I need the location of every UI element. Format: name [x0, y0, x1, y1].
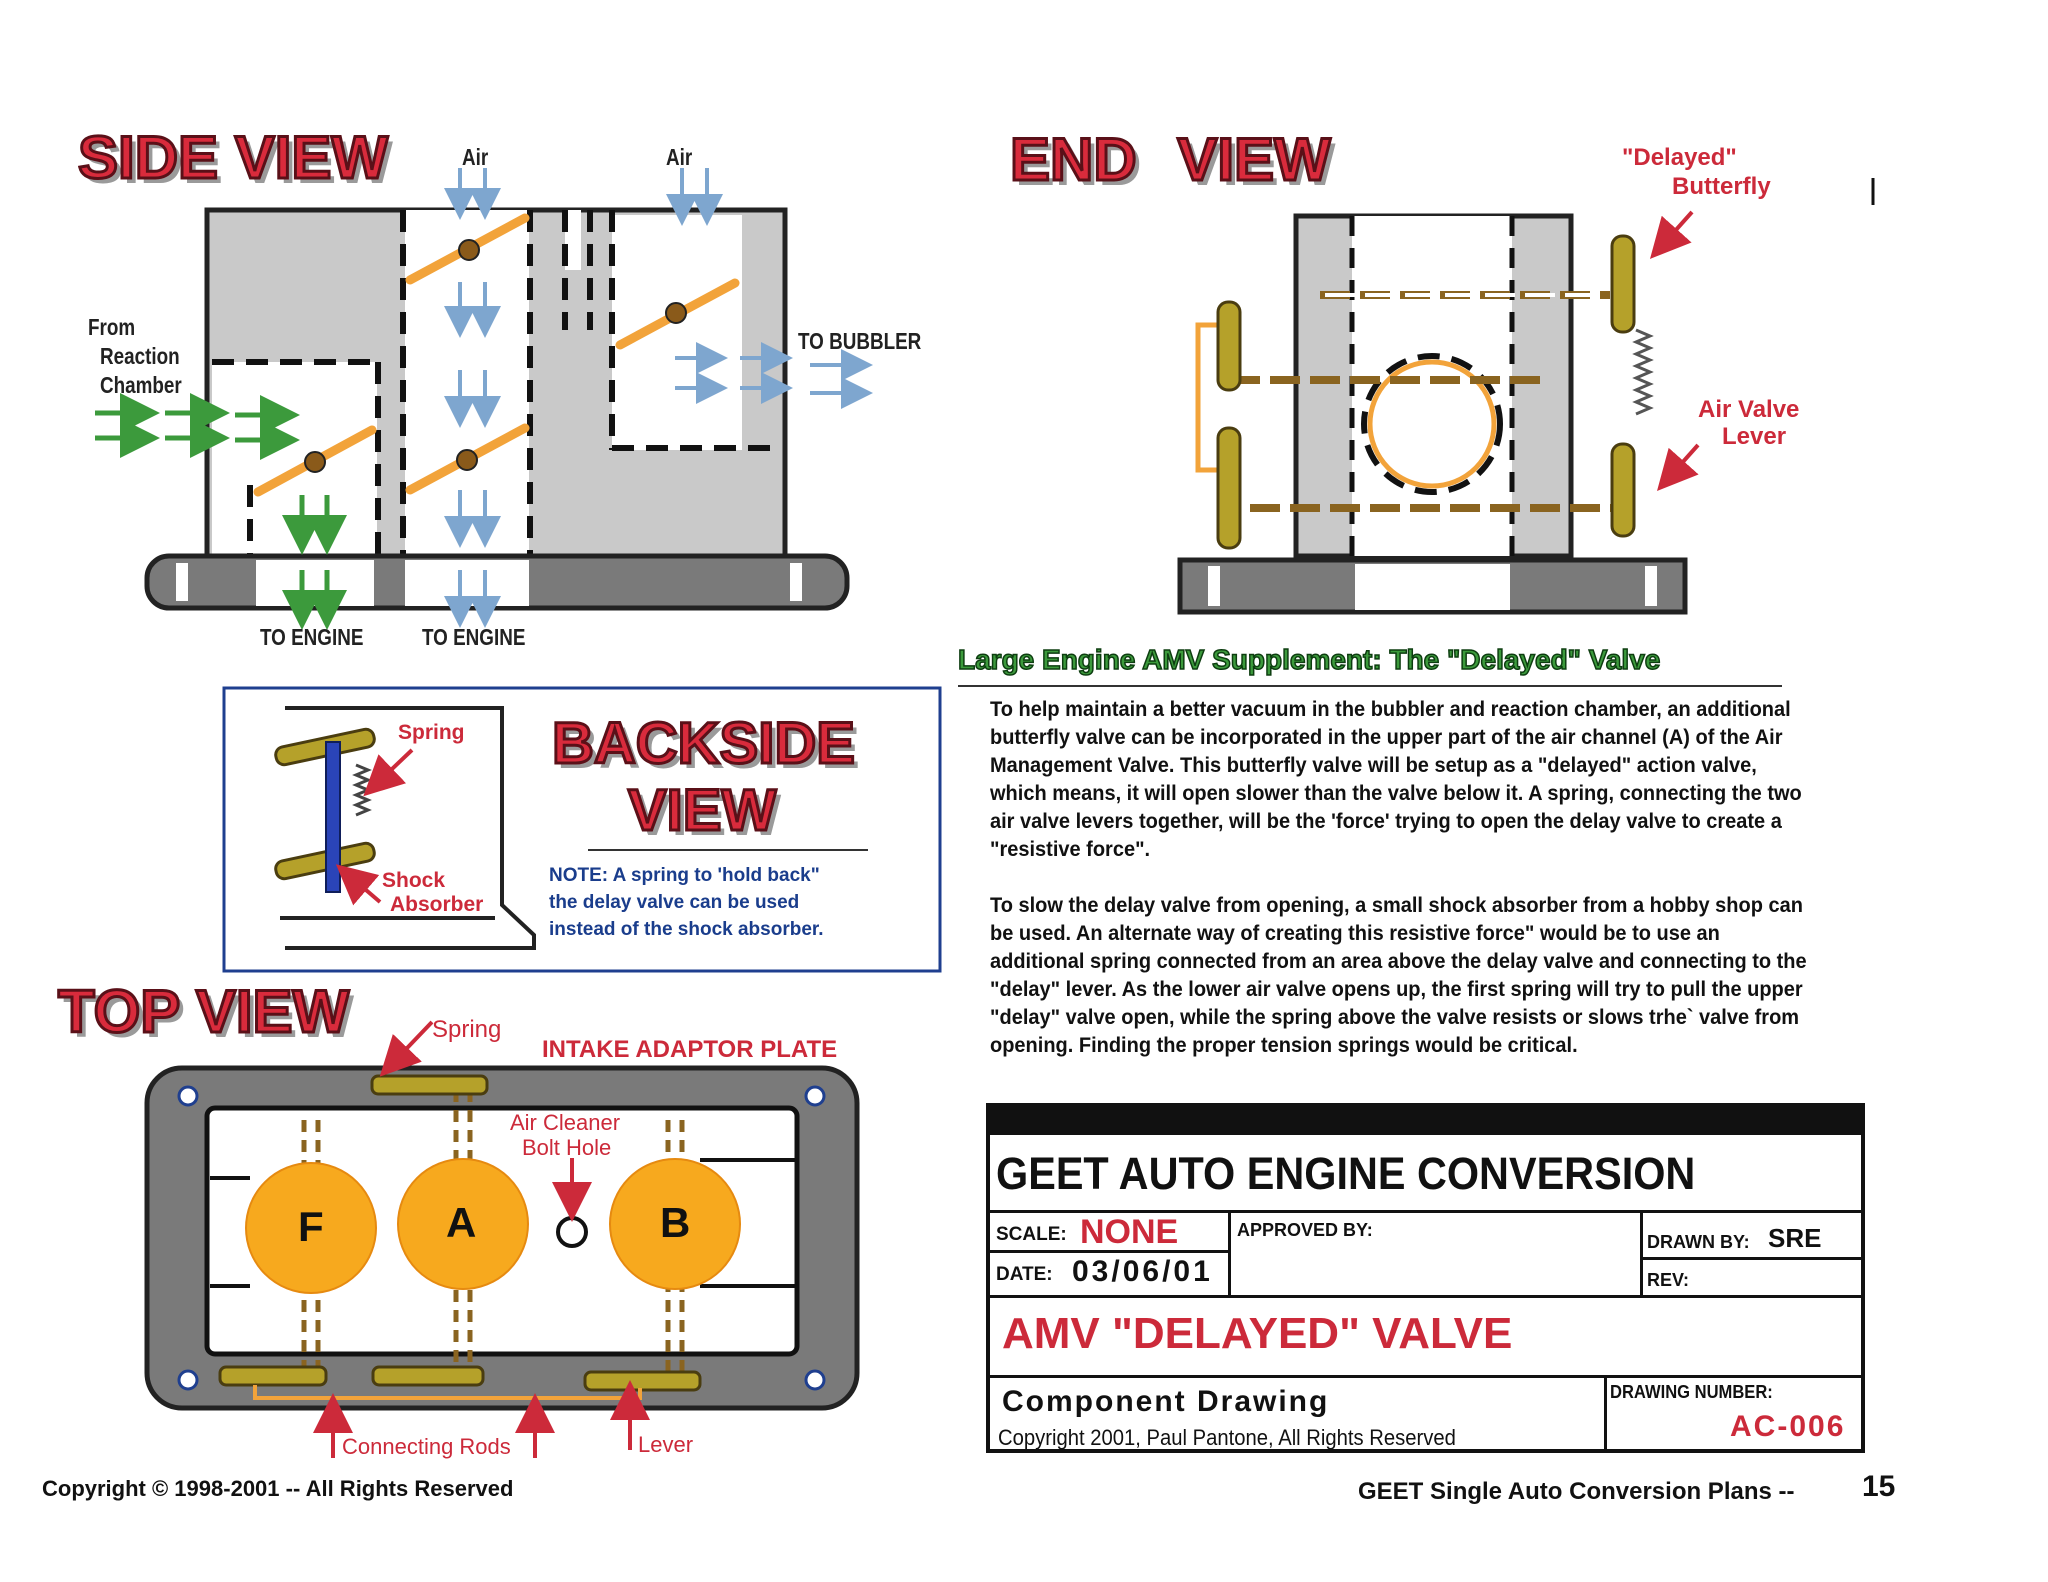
drawn-by-label: DRAWN BY: — [1647, 1232, 1750, 1252]
lever-label: Lever — [638, 1432, 694, 1457]
title-block-col-line — [1228, 1210, 1231, 1295]
drawn-by-value: SRE — [1768, 1223, 1822, 1253]
shock-label: Shock — [382, 869, 446, 892]
backside-title: VIEW — [626, 778, 777, 843]
page-number: 15 — [1862, 1470, 1896, 1503]
to-engine-label: TO ENGINE — [422, 624, 526, 650]
air-label: Air — [666, 144, 693, 170]
title-block-col-line — [1604, 1375, 1607, 1449]
scale-value: NONE — [1080, 1213, 1179, 1251]
title-block-row-line — [990, 1210, 1861, 1213]
delayed-butterfly-label: "Delayed" — [1622, 144, 1737, 171]
air-valve-lever-label: Lever — [1722, 423, 1787, 450]
backside-view-box — [222, 686, 942, 973]
side-view-title: SIDE VIEW — [76, 124, 389, 191]
supplement-heading: Large Engine AMV Supplement: The "Delaye… — [957, 644, 1661, 675]
approved-by-label: APPROVED BY: — [1237, 1220, 1373, 1240]
title-block: GEET AUTO ENGINE CONVERSION SCALE: NONE … — [986, 1103, 1865, 1453]
date-value: 03/06/01 — [1072, 1255, 1213, 1288]
title-block-copyright: Copyright 2001, Paul Pantone, All Rights… — [998, 1425, 1456, 1450]
chamber-label: Chamber — [100, 372, 182, 398]
to-bubbler-label: TO BUBBLER — [798, 328, 922, 354]
drawing-number-label: DRAWING NUMBER: — [1610, 1382, 1773, 1402]
title-block-col-line — [1640, 1210, 1643, 1295]
end-view-title: END VIEW — [1009, 126, 1333, 193]
air-label: Air — [462, 144, 489, 170]
date-label: DATE: — [996, 1264, 1053, 1285]
drawing-number: AC-006 — [1730, 1410, 1846, 1443]
top-view-title: TOP VIEW — [56, 978, 350, 1045]
from-label: From — [88, 314, 136, 340]
reaction-label: Reaction — [100, 343, 180, 369]
port-b-label: B — [660, 1199, 691, 1246]
side-view-diagram — [95, 168, 873, 630]
top-view-diagram — [144, 1020, 860, 1458]
footer-plans-label: GEET Single Auto Conversion Plans -- — [1358, 1478, 1795, 1505]
backside-note: the delay valve can be used — [549, 892, 800, 913]
footer-copyright: Copyright © 1998-2001 -- All Rights Rese… — [42, 1476, 514, 1501]
component-drawing-label: Component Drawing — [1002, 1385, 1330, 1418]
title-block-row-line — [1640, 1257, 1861, 1260]
backside-note: NOTE: A spring to 'hold back" — [549, 865, 820, 886]
supplement-paragraph: To slow the delay valve from opening, a … — [990, 893, 1807, 1057]
supplement-body: To help maintain a better vacuum in the … — [990, 695, 1820, 1087]
to-engine-label: TO ENGINE — [260, 624, 364, 650]
port-f-label: F — [298, 1203, 324, 1250]
port-a-label: A — [446, 1199, 477, 1246]
bolt-hole-label: Bolt Hole — [522, 1135, 612, 1160]
rev-label: REV: — [1647, 1270, 1690, 1290]
air-valve-lever-label: Air Valve — [1698, 396, 1800, 423]
backside-note: instead of the shock absorber. — [549, 919, 824, 940]
intake-adaptor-plate-label: INTAKE ADAPTOR PLATE — [542, 1036, 838, 1063]
end-view-diagram — [1177, 178, 1875, 615]
absorber-label: Absorber — [390, 893, 484, 916]
part-title: AMV "DELAYED" VALVE — [1002, 1309, 1513, 1358]
title-block-header-bar — [990, 1107, 1861, 1135]
spring-label: Spring — [432, 1016, 502, 1043]
title-block-row-line — [990, 1375, 1861, 1378]
scale-label: SCALE: — [996, 1224, 1067, 1245]
delayed-butterfly-label: Butterfly — [1672, 173, 1771, 200]
supplement-paragraph: To help maintain a better vacuum in the … — [990, 697, 1802, 861]
company-name: GEET AUTO ENGINE CONVERSION — [996, 1148, 1696, 1199]
backside-title: BACKSIDE — [551, 711, 857, 776]
title-block-row-line — [990, 1295, 1861, 1298]
connecting-rods-label: Connecting Rods — [342, 1434, 511, 1459]
spring-label: Spring — [398, 721, 465, 744]
air-cleaner-label: Air Cleaner — [510, 1110, 621, 1135]
title-block-row-line — [990, 1250, 1228, 1253]
